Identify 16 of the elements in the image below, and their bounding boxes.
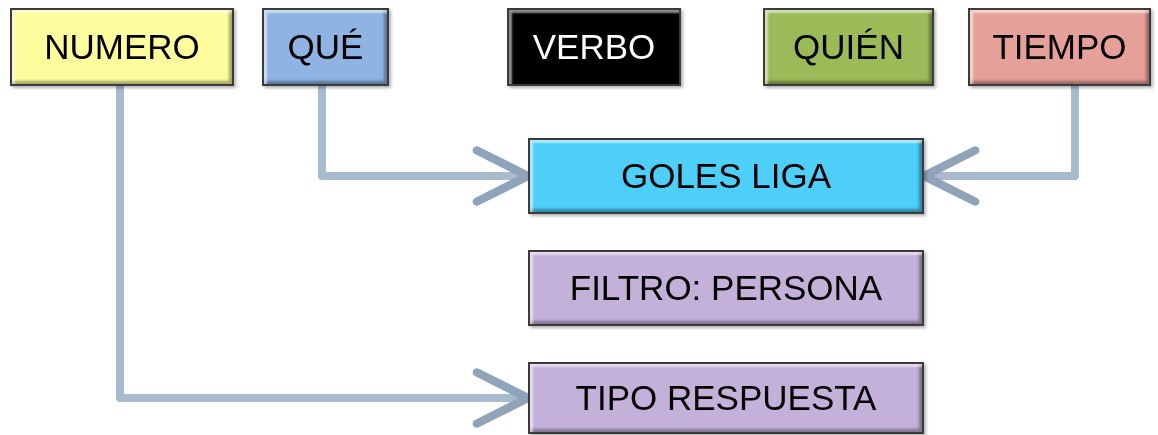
box-label: GOLES LIGA [620,156,832,196]
box-label: QUÉ [287,27,364,67]
label-box [10,8,234,86]
label-box [262,8,389,86]
label-box [507,8,681,86]
label-box [763,8,934,86]
box-label: NUMERO [44,27,200,67]
box-label: VERBO [532,27,656,67]
label-box [968,8,1151,86]
box-label: FILTRO: PERSONA [569,268,883,308]
label-box [528,250,924,326]
box-label: TIPO RESPUESTA [575,378,877,418]
box-label: TIEMPO [992,27,1127,67]
label-box [528,138,924,214]
label-box [528,362,924,434]
box-label: QUIÉN [793,27,904,67]
